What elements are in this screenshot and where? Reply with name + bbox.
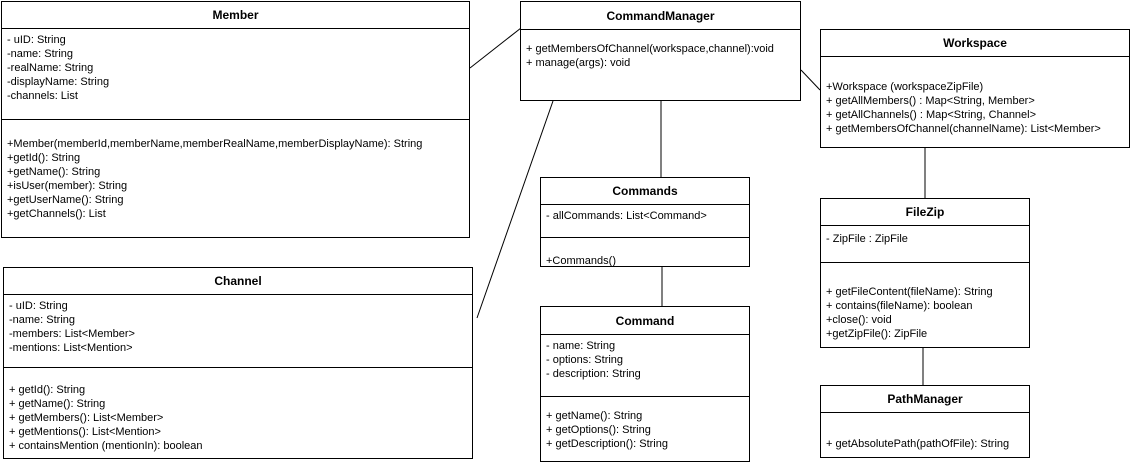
- class-commands[interactable]: Commands - allCommands: List<Command> +C…: [540, 177, 750, 267]
- attribute: -realName: String: [7, 62, 94, 74]
- attribute: - allCommands: List<Command>: [546, 210, 707, 222]
- method: + getMentions(): List<Mention>: [9, 426, 161, 438]
- methods-section: +Workspace (workspaceZipFile) + getAllMe…: [821, 57, 1129, 136]
- class-name: Workspace: [821, 30, 1129, 57]
- attributes-section: - uID: String -name: String -realName: S…: [2, 29, 469, 120]
- method: + getOptions(): String: [546, 424, 651, 436]
- class-name: Commands: [541, 178, 749, 205]
- link-channel-commandmanager: [476, 100, 554, 319]
- method: + containsMention (mentionIn): boolean: [9, 440, 203, 452]
- methods-section: + getId(): String + getName(): String + …: [4, 368, 472, 453]
- method: +getUserName(): String: [7, 194, 124, 206]
- class-name: PathManager: [821, 386, 1029, 413]
- attribute: - uID: String: [9, 300, 68, 312]
- method: + getMembers(): List<Member>: [9, 412, 164, 424]
- link-commandmanager-workspace: [800, 69, 821, 91]
- method: + getAllMembers() : Map<String, Member>: [826, 95, 1035, 107]
- attribute: -members: List<Member>: [9, 328, 135, 340]
- attribute: - description: String: [546, 368, 641, 380]
- method: + getFileContent(fileName): String: [826, 286, 993, 298]
- attribute: - uID: String: [7, 34, 66, 46]
- class-name: CommandManager: [521, 2, 800, 30]
- method: +Workspace (workspaceZipFile): [826, 81, 984, 93]
- class-name: Command: [541, 307, 749, 335]
- method: +isUser(member): String: [7, 180, 128, 192]
- method: + getAllChannels() : Map<String, Channel…: [826, 109, 1037, 121]
- method: +close(): void: [826, 314, 892, 326]
- method: +getId(): String: [7, 152, 81, 164]
- method: +getName(): String: [7, 166, 101, 178]
- class-filezip[interactable]: FileZip - ZipFile : ZipFile + getFileCon…: [820, 198, 1030, 348]
- attribute: -name: String: [7, 48, 74, 60]
- class-commandmanager[interactable]: CommandManager + getMembersOfChannel(wor…: [520, 1, 801, 101]
- methods-section: + getAbsolutePath(pathOfFile): String: [821, 413, 1029, 451]
- method: + getName(): String: [546, 410, 643, 422]
- class-command[interactable]: Command - name: String - options: String…: [540, 306, 750, 462]
- method: + getMembersOfChannel(workspace,channel)…: [526, 43, 774, 55]
- method: + contains(fileName): boolean: [826, 300, 973, 312]
- class-member[interactable]: Member - uID: String -name: String -real…: [1, 1, 470, 238]
- attribute: -channels: List: [7, 90, 78, 102]
- methods-section: +Member(memberId,memberName,memberRealNa…: [2, 120, 469, 221]
- attribute: -displayName: String: [7, 76, 110, 88]
- class-workspace[interactable]: Workspace +Workspace (workspaceZipFile) …: [820, 29, 1130, 148]
- class-channel[interactable]: Channel - uID: String -name: String -mem…: [3, 267, 473, 459]
- methods-section: +Commands(): [541, 238, 749, 268]
- attributes-section: - uID: String -name: String -members: Li…: [4, 295, 472, 368]
- methods-section: + getMembersOfChannel(workspace,channel)…: [521, 30, 800, 70]
- method: +Member(memberId,memberName,memberRealNa…: [7, 138, 423, 150]
- method: +getChannels(): List: [7, 208, 106, 220]
- methods-section: + getName(): String + getOptions(): Stri…: [541, 397, 749, 451]
- class-name: Member: [2, 2, 469, 29]
- attribute: - ZipFile : ZipFile: [826, 233, 908, 245]
- attributes-section: - name: String - options: String - descr…: [541, 335, 749, 397]
- method: + getDescription(): String: [546, 438, 668, 450]
- class-name: FileZip: [821, 199, 1029, 226]
- attribute: -mentions: List<Mention>: [9, 342, 133, 354]
- method: + manage(args): void: [526, 57, 631, 69]
- attributes-section: - allCommands: List<Command>: [541, 205, 749, 238]
- method: +Commands(): [546, 255, 616, 267]
- attributes-section: - ZipFile : ZipFile: [821, 226, 1029, 263]
- link-member-commandmanager: [469, 27, 522, 69]
- method: + getId(): String: [9, 384, 86, 396]
- attribute: - name: String: [546, 340, 616, 352]
- method: + getAbsolutePath(pathOfFile): String: [826, 438, 1010, 450]
- methods-section: + getFileContent(fileName): String + con…: [821, 263, 1029, 341]
- method: +getZipFile(): ZipFile: [826, 328, 928, 340]
- attribute: - options: String: [546, 354, 624, 366]
- attribute: -name: String: [9, 314, 76, 326]
- method: + getMembersOfChannel(channelName): List…: [826, 123, 1101, 135]
- class-name: Channel: [4, 268, 472, 295]
- method: + getName(): String: [9, 398, 106, 410]
- class-pathmanager[interactable]: PathManager + getAbsolutePath(pathOfFile…: [820, 385, 1030, 458]
